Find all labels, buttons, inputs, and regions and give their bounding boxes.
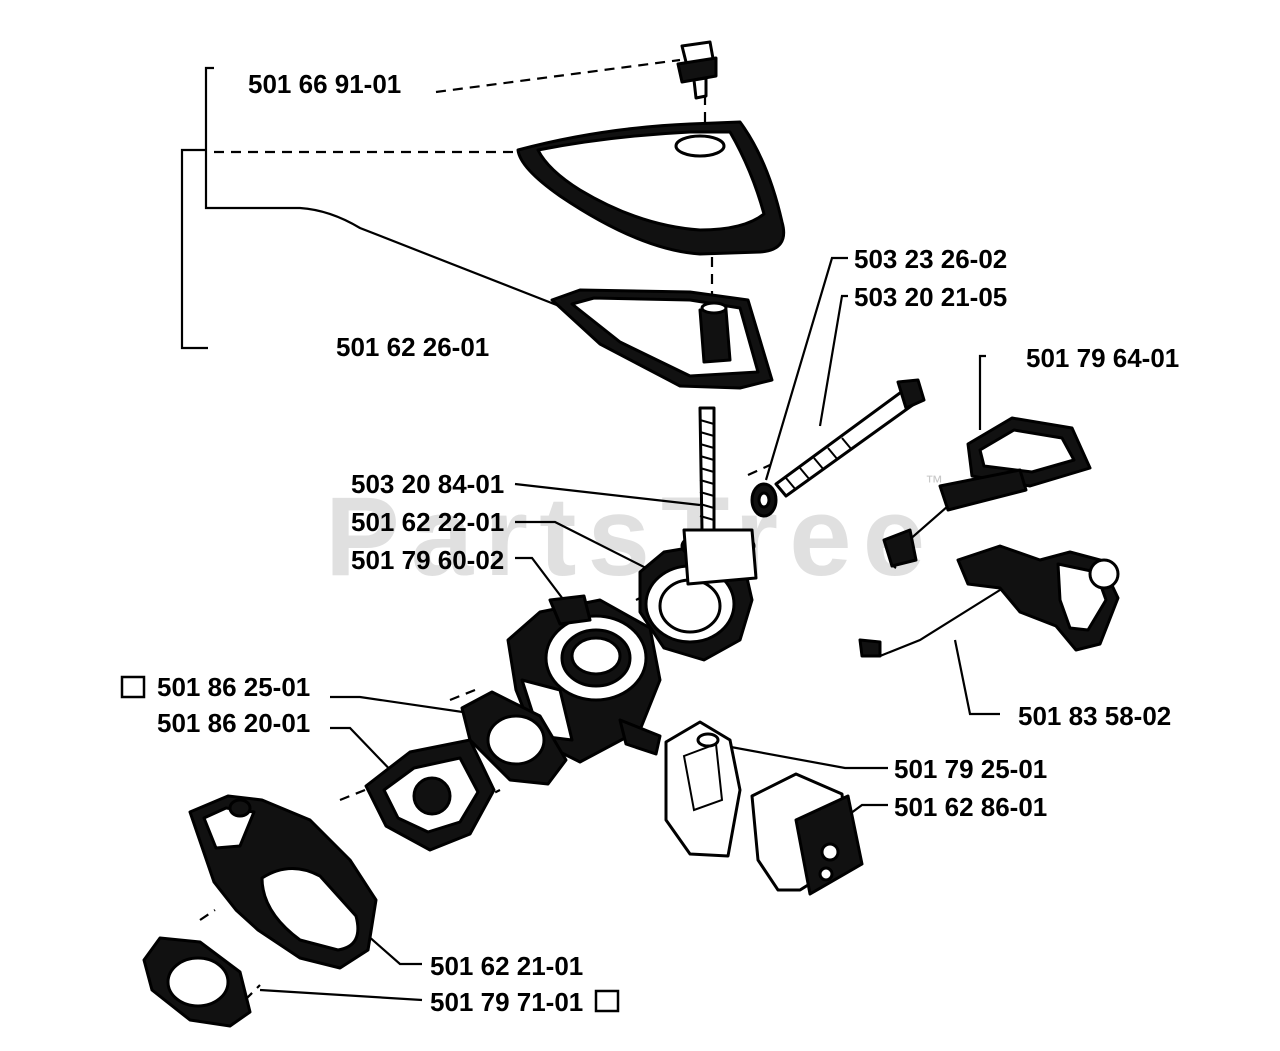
part-label-501-86-25-01: 501 86 25-01 <box>157 672 310 702</box>
part-label-501-79-64-01: 501 79 64-01 <box>1026 343 1179 373</box>
part-label-501-62-26-01: 501 62 26-01 <box>336 332 489 362</box>
part-label-501-79-60-02: 501 79 60-02 <box>351 545 504 575</box>
leader-lines <box>180 58 1000 1002</box>
part-label-501-79-25-01: 501 79 25-01 <box>894 754 1047 784</box>
square-marker-icon <box>120 675 146 699</box>
carburetor-part <box>506 594 662 764</box>
plate-part <box>664 720 742 858</box>
square-marker-icon <box>594 989 620 1013</box>
part-label-501-62-21-01: 501 62 21-01 <box>430 951 583 981</box>
filter-cover-part <box>516 120 786 256</box>
part-label-501-86-20-01: 501 86 20-01 <box>157 708 310 738</box>
impulse-part <box>750 772 864 896</box>
gasket-part <box>460 690 568 786</box>
flange-part <box>142 936 252 1028</box>
watermark-text: PartsTree <box>325 474 925 599</box>
part-label-501-62-22-01: 501 62 22-01 <box>351 507 504 537</box>
part-label-501-66-91-01: 501 66 91-01 <box>248 69 401 99</box>
bracket-part <box>188 794 378 970</box>
part-labels: 501 66 91-01 501 62 26-01 503 23 26-02 5… <box>157 69 1179 1017</box>
choke-part <box>882 416 1092 569</box>
filter-base-part <box>550 288 774 390</box>
insulator-part <box>364 738 496 852</box>
part-label-501-83-58-02: 501 83 58-02 <box>1018 701 1171 731</box>
bolt-part <box>750 378 926 518</box>
part-label-501-62-86-01: 501 62 86-01 <box>894 792 1047 822</box>
stud-part <box>698 406 716 532</box>
part-label-501-79-71-01: 501 79 71-01 <box>430 987 583 1017</box>
part-label-503-23-26-02: 503 23 26-02 <box>854 244 1007 274</box>
watermark-trademark: ™ <box>925 472 943 492</box>
part-label-503-20-21-05: 503 20 21-05 <box>854 282 1007 312</box>
knob-part <box>676 40 718 100</box>
intake-part <box>638 528 758 662</box>
linkage-part <box>858 544 1120 658</box>
part-label-503-20-84-01: 503 20 84-01 <box>351 469 504 499</box>
